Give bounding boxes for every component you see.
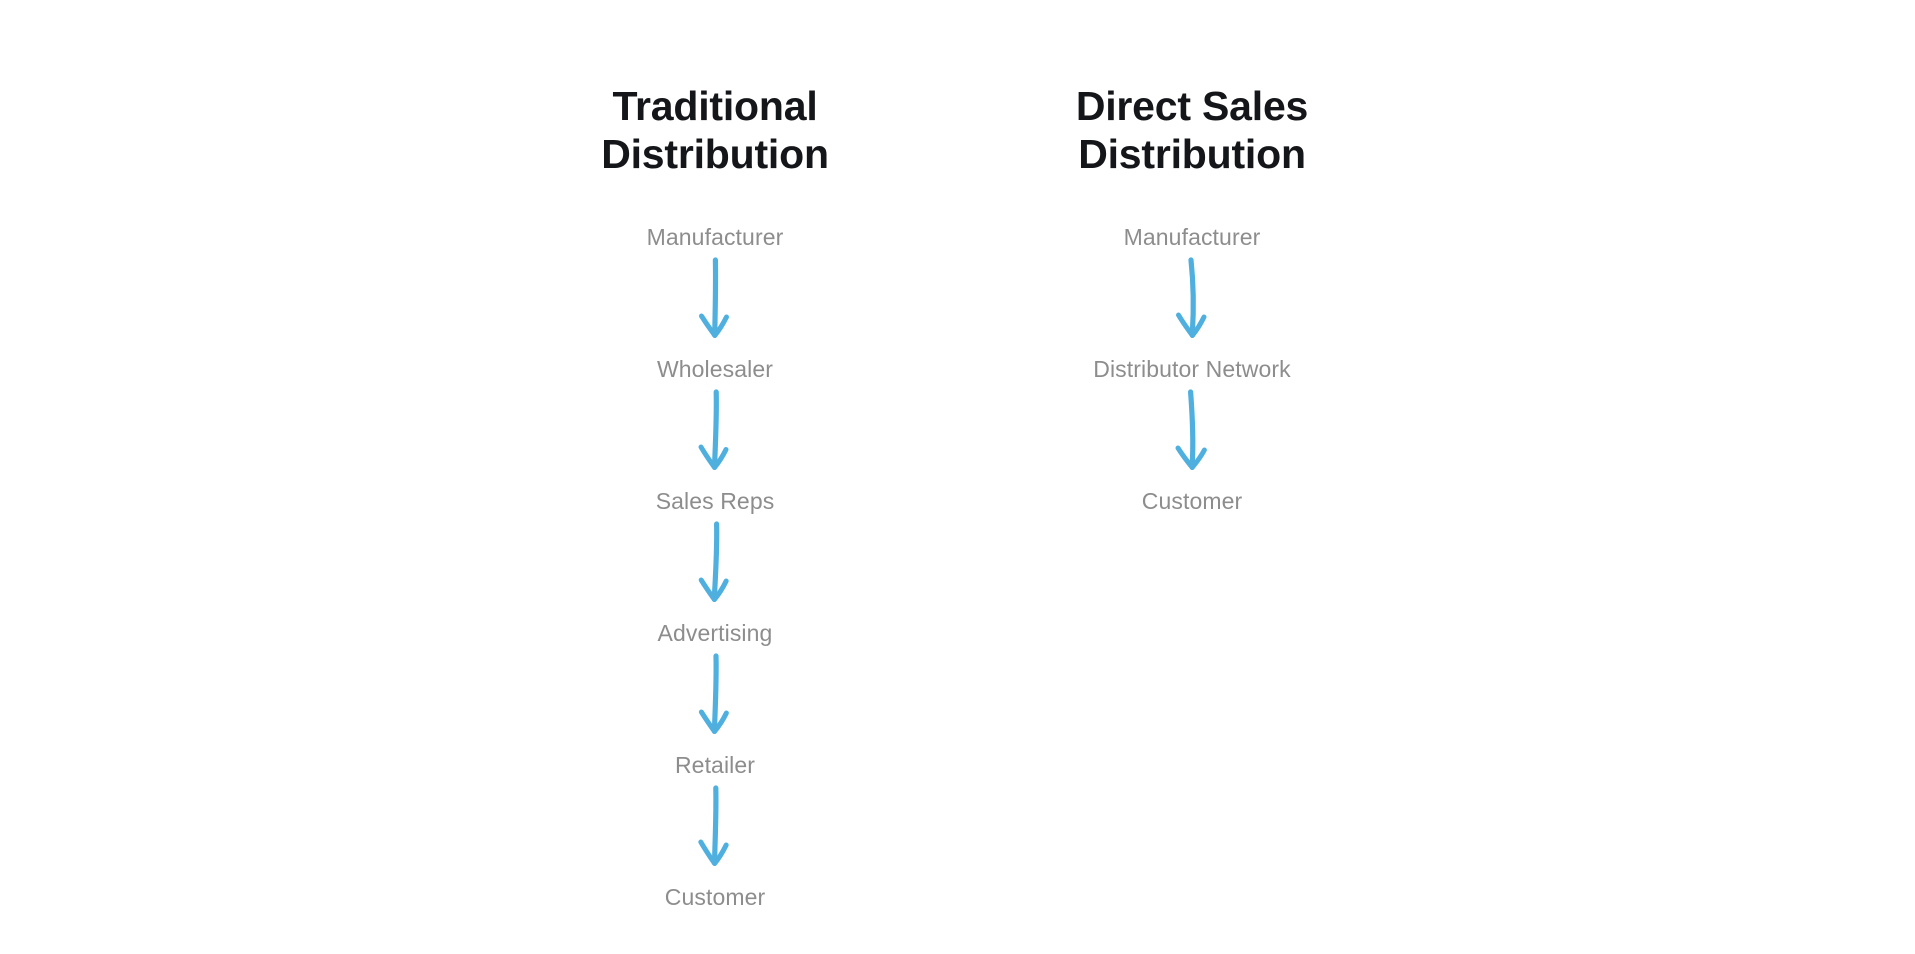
down-arrow-icon (698, 389, 729, 470)
flow-edge-direct-distributor-customer (932, 386, 1452, 484)
flow-edge-salesreps-advertising (455, 518, 975, 616)
flow-node-wholesaler: Wholesaler (656, 356, 774, 382)
flow-column-direct: Direct Sales Distribution Manufacturer D… (932, 0, 1452, 954)
down-arrow-icon (698, 785, 729, 866)
down-arrow-icon (1175, 389, 1207, 470)
down-arrow-icon (699, 257, 729, 338)
flow-node-manufacturer: Manufacturer (646, 224, 784, 250)
flow-node-sales-reps: Sales Reps (655, 488, 775, 514)
flow-edge-direct-manufacturer-distributor (932, 254, 1452, 352)
flow-edge-wholesaler-salesreps (455, 386, 975, 484)
flow-node-retailer: Retailer (674, 752, 756, 778)
flow-column-traditional: Traditional Distribution Manufacturer Wh… (455, 0, 975, 954)
flow-node-distributor-network: Distributor Network (1093, 356, 1291, 382)
flow-node-direct-manufacturer: Manufacturer (1123, 224, 1261, 250)
flow-chain-traditional: Manufacturer Wholesaler Sales Reps (455, 220, 975, 914)
flow-node-advertising: Advertising (657, 620, 773, 646)
flow-edge-advertising-retailer (455, 650, 975, 748)
flow-node-customer: Customer (664, 884, 766, 910)
column-title-direct: Direct Sales Distribution (1075, 83, 1309, 178)
down-arrow-icon (698, 521, 729, 602)
column-title-traditional: Traditional Distribution (601, 83, 829, 178)
flow-node-direct-customer: Customer (1141, 488, 1243, 514)
down-arrow-icon (1176, 257, 1207, 338)
flow-edge-manufacturer-wholesaler (455, 254, 975, 352)
flow-edge-retailer-customer (455, 782, 975, 880)
down-arrow-icon (698, 653, 729, 734)
flow-chain-direct: Manufacturer Distributor Network Custome… (932, 220, 1452, 518)
